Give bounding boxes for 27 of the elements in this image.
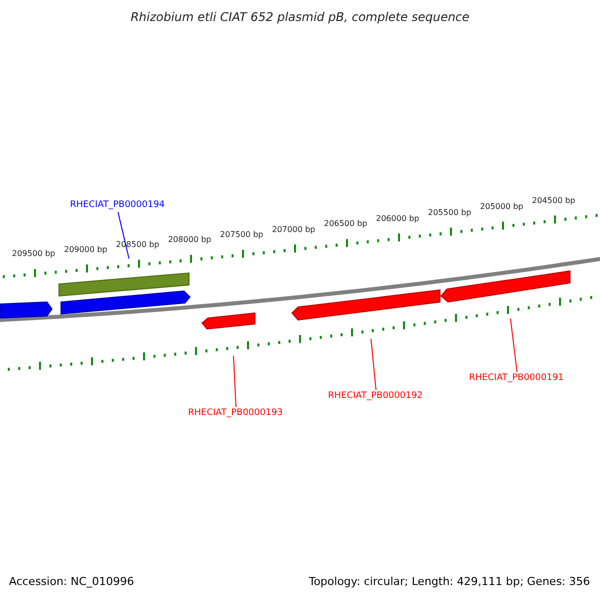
gene-label: RHECIAT_PB0000193 [188,408,283,418]
tick-label: 208000 bp [168,235,212,244]
tick-label: 209500 bp [12,249,56,258]
gene-label: RHECIAT_PB0000191 [469,373,564,383]
leader-line [233,355,236,408]
gene-label: RHECIAT_PB0000192 [328,391,423,401]
tick-label: 205000 bp [480,202,524,211]
leader-line [510,318,518,372]
gene-pentagon [201,312,256,330]
gene-bar [58,272,190,297]
gene-pentagon [440,270,570,303]
tick-label: 207500 bp [220,230,264,240]
tick-label: 204500 bp [532,196,576,205]
tick-label: 206000 bp [376,214,420,223]
gene-pentagon [0,301,53,319]
footer-text: Topology: circular; Length: 429,111 bp; Genes: 356 [308,575,590,588]
gene-pentagon [291,289,440,321]
gene-pentagon [60,290,191,315]
leader-line [370,338,376,390]
tick-label: 205500 bp [428,208,472,217]
tick-label: 207000 bp [272,224,316,234]
diagram-title: Rhizobium etli CIAT 652 plasmid pB, complete sequence [130,10,470,24]
gene-label: RHECIAT_PB0000194 [70,200,165,210]
footer-text: Accession: NC_010996 [9,575,134,588]
tick-label: 206500 bp [324,219,368,228]
leader-line [118,212,130,260]
tick-label: 209000 bp [64,244,108,254]
